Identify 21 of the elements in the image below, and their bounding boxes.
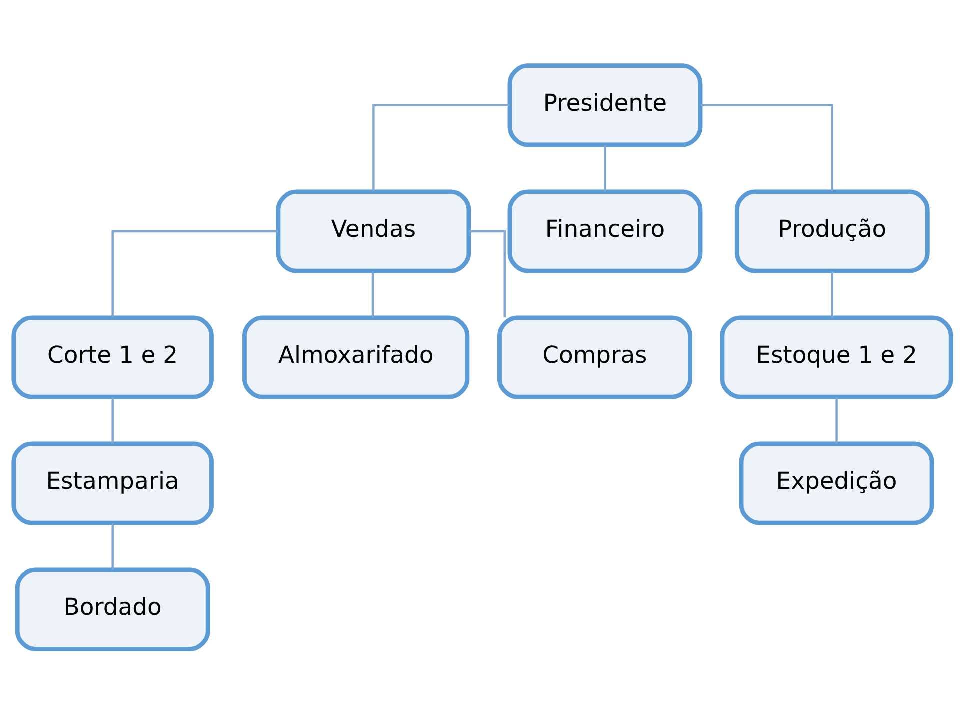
connector (372, 104, 510, 192)
node-box: Compras (498, 316, 692, 400)
connector (112, 523, 114, 570)
node-box: Presidente (508, 64, 703, 148)
node-box: Estamparia (12, 442, 214, 526)
connector (372, 271, 374, 318)
node-box: Produção (734, 190, 930, 274)
node-box: Expedição (739, 442, 934, 526)
node-box: Almoxarifado (242, 316, 470, 400)
connector (700, 104, 834, 192)
connector (836, 397, 838, 444)
connector (831, 271, 834, 318)
connector (469, 230, 506, 318)
node-box: Vendas (276, 190, 472, 274)
connector (112, 397, 114, 444)
connector (604, 145, 606, 192)
connector (112, 230, 278, 318)
node-box: Financeiro (508, 190, 703, 274)
node-box: Bordado (15, 568, 210, 652)
node-box: Corte 1 e 2 (12, 316, 214, 400)
node-box: Estoque 1 e 2 (720, 316, 954, 400)
